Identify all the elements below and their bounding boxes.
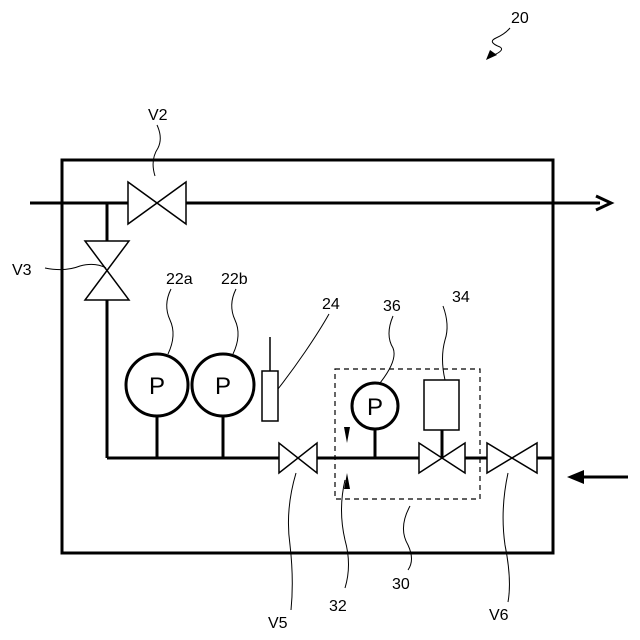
valve-v5 [279,443,317,473]
leader-20 [492,28,510,55]
label-32: 32 [329,598,347,615]
orifice-32-upper [344,427,350,443]
label-30: 30 [392,576,410,593]
gauge-22a-symbol: P [149,373,165,400]
leader-32 [342,480,349,588]
label-36: 36 [383,298,401,315]
label-34: 34 [452,289,470,306]
gauge-22b-symbol: P [215,373,231,400]
label-24: 24 [322,296,340,313]
label-v2: V2 [148,107,168,124]
label-v6: V6 [489,607,509,624]
label-v3: V3 [12,262,32,279]
valve-v6 [487,443,537,473]
pointer-20-arrow-icon [486,50,497,60]
valve-v3 [85,241,129,300]
label-system-20: 20 [511,10,529,27]
valve-v2 [128,182,186,224]
leader-v2 [153,125,160,176]
leader-36 [380,316,394,383]
label-v5: V5 [268,615,288,632]
leader-v6 [503,473,509,602]
label-22b: 22b [221,271,248,288]
leader-v5 [288,473,296,610]
leader-30 [403,506,411,570]
inlet-arrow-icon [567,470,584,484]
leader-v3 [45,264,106,269]
leader-22b [232,289,238,354]
gauge-36-symbol: P [367,394,383,421]
leader-22a [167,289,173,354]
actuator-34 [424,380,459,430]
label-22a: 22a [166,271,193,288]
leader-24 [278,314,329,389]
sensor-24 [262,371,278,421]
